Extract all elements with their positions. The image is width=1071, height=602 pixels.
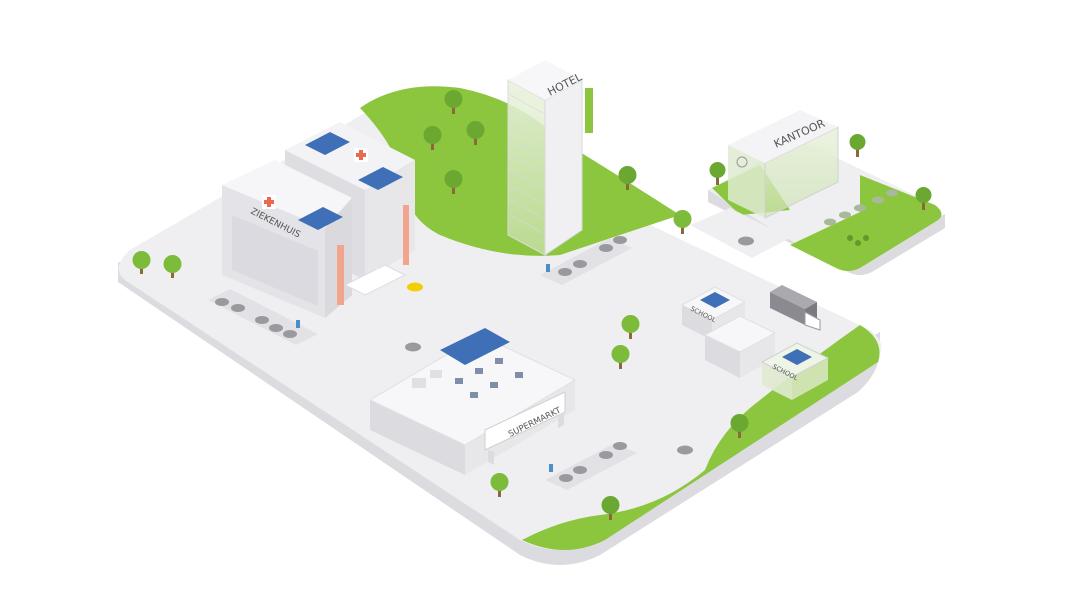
tree-icon xyxy=(618,166,637,190)
school-building-2 xyxy=(703,315,777,378)
car-icon xyxy=(558,268,572,276)
parking-lot-hotel xyxy=(540,236,632,285)
clock-icon xyxy=(736,156,748,168)
charging-station-icon xyxy=(296,320,300,328)
car-icon xyxy=(255,316,269,324)
parking-lot-office xyxy=(824,189,898,226)
tree-icon xyxy=(673,210,692,234)
tree-icon xyxy=(849,134,866,157)
car-icon xyxy=(215,298,229,306)
bushes xyxy=(847,235,869,246)
solar-panel xyxy=(440,328,510,365)
car-icon xyxy=(839,211,851,219)
office-building: KANTOOR xyxy=(728,110,839,219)
car-icon xyxy=(573,260,587,268)
car-icon xyxy=(872,196,884,204)
solar-panel xyxy=(358,167,403,190)
car-icon xyxy=(231,304,245,312)
taxi-icon xyxy=(407,282,423,292)
charging-station-icon xyxy=(546,264,550,272)
car-icon xyxy=(886,189,898,197)
car-icon xyxy=(405,342,421,352)
tree-icon xyxy=(163,255,182,278)
tree-icon xyxy=(444,90,463,114)
tree-icon xyxy=(132,251,151,274)
car-icon xyxy=(269,324,283,332)
red-cross-icon xyxy=(354,148,368,162)
parking-lot-hospital xyxy=(208,289,318,345)
car-icon xyxy=(599,244,613,252)
car-icon xyxy=(613,442,627,450)
car-icon xyxy=(613,236,627,244)
hotel-green-sign xyxy=(585,88,593,133)
connecting-road xyxy=(690,208,790,258)
parking-lot-supermarket xyxy=(545,442,637,490)
tree-icon xyxy=(601,496,620,520)
tree-icon xyxy=(709,162,726,185)
car-icon xyxy=(283,330,297,338)
car-icon xyxy=(599,451,613,459)
car-icon xyxy=(559,474,573,482)
car-icon xyxy=(824,218,836,226)
car-icon xyxy=(677,445,693,455)
tree-icon xyxy=(490,473,509,497)
tree-icon xyxy=(915,187,932,210)
car-icon xyxy=(854,204,866,212)
truck-icon xyxy=(770,285,821,331)
tree-icon xyxy=(621,315,640,339)
trees xyxy=(132,90,932,520)
hospital-building: ZIEKENHUIS xyxy=(222,122,415,318)
charging-station-icon xyxy=(549,464,553,472)
tree-icon xyxy=(730,414,749,438)
red-cross-icon xyxy=(262,195,276,209)
hotel-building: HOTEL xyxy=(507,60,593,256)
tree-icon xyxy=(444,170,463,194)
solar-panel xyxy=(305,132,350,155)
tree-icon xyxy=(466,121,485,145)
solar-panel xyxy=(782,349,812,365)
car-icon xyxy=(573,466,587,474)
solar-panel xyxy=(298,207,343,230)
tree-icon xyxy=(611,345,630,369)
car-icon xyxy=(738,236,754,246)
solar-panel xyxy=(700,292,730,308)
tree-icon xyxy=(423,126,442,150)
supermarket-building: SUPERMARKT xyxy=(368,328,577,475)
school-building-3: SCHOOL xyxy=(760,342,830,400)
